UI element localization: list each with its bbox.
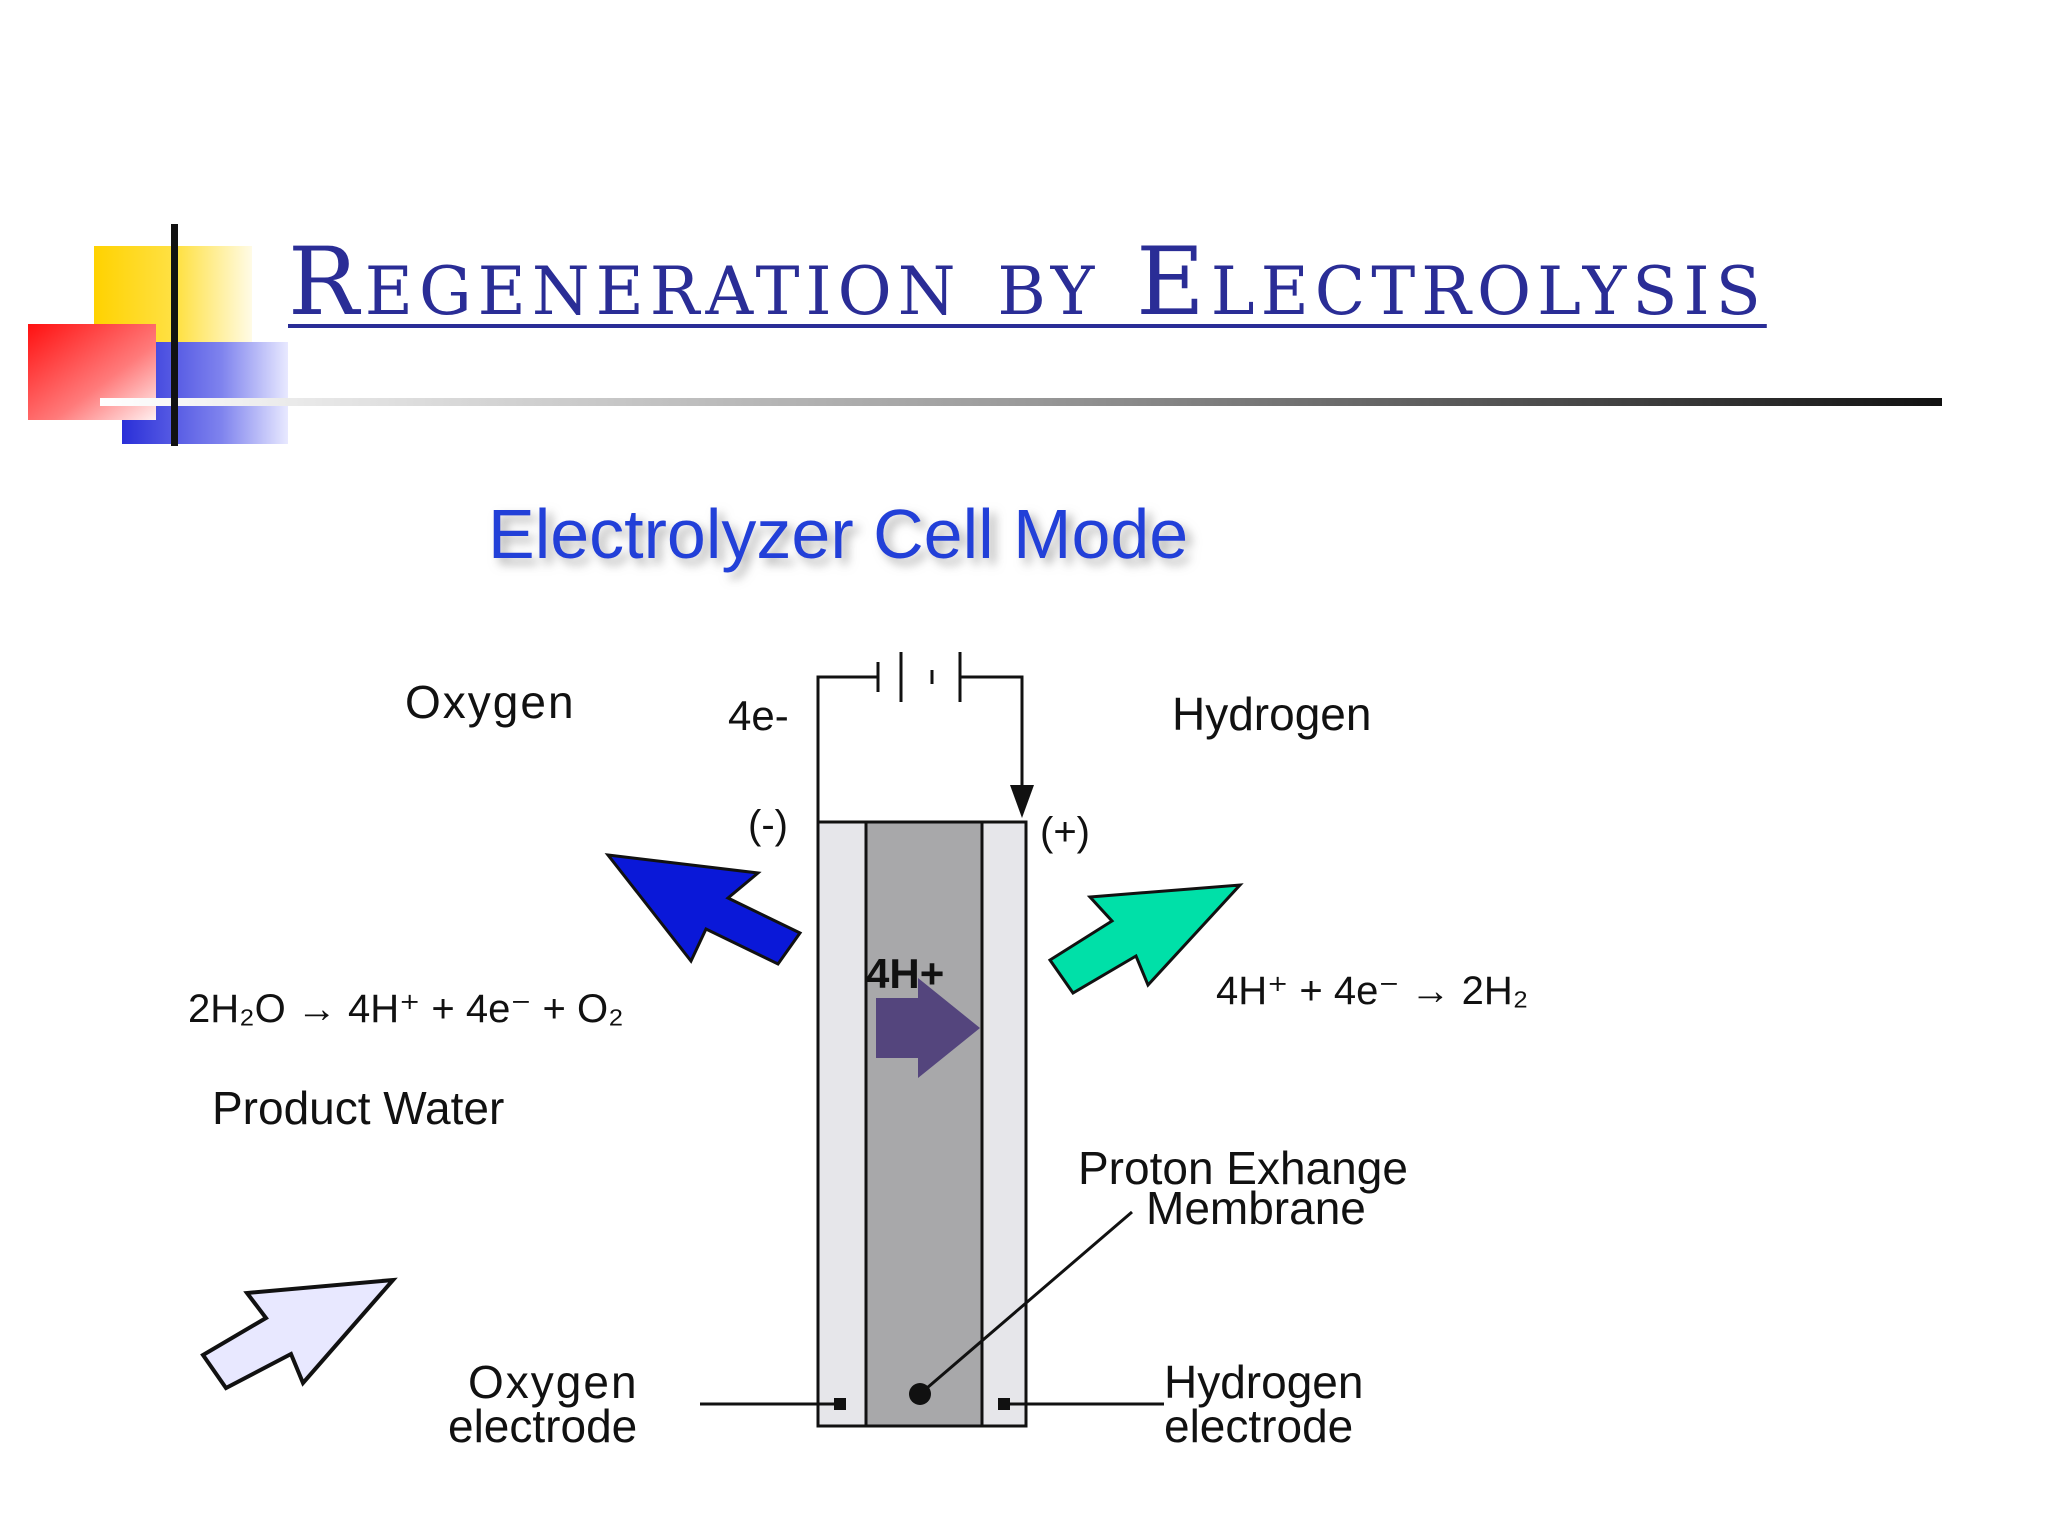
water-inflow-arrow	[200, 1277, 398, 1391]
oxygen-electrode-label-line1: Oxygen	[468, 1356, 639, 1408]
electrons-label: 4e-	[728, 692, 789, 739]
oxygen-electrode-terminal	[834, 1398, 846, 1410]
title-rule	[100, 398, 1942, 406]
electrolyzer-cell	[816, 820, 1028, 1428]
proton-exchange-membrane	[864, 820, 984, 1428]
slide-title: Regeneration by Electrolysis	[288, 228, 1767, 337]
oxygen-label: Oxygen	[405, 676, 576, 728]
positive-terminal-label: (+)	[1040, 810, 1090, 854]
hydrogen-electrode-label-line1: Hydrogen	[1164, 1356, 1363, 1408]
negative-terminal-label: (-)	[748, 803, 788, 847]
oxygen-electrode	[816, 820, 868, 1428]
vertical-bar	[171, 224, 178, 446]
membrane-label-line2: Membrane	[1146, 1182, 1366, 1234]
membrane-pointer-dot	[909, 1383, 931, 1405]
membrane-label-line1: Proton Exhange	[1078, 1142, 1408, 1194]
proton-flow-arrow	[876, 978, 980, 1078]
diagram-subtitle: Electrolyzer Cell Mode	[488, 495, 1188, 573]
hydrogen-outflow-arrow	[1047, 883, 1244, 995]
hydrogen-label: Hydrogen	[1172, 688, 1371, 740]
hydrogen-electrode-terminal	[998, 1398, 1010, 1410]
external-circuit	[816, 652, 1024, 822]
anode-equation: 2H₂O → 4H⁺ + 4e⁻ + O₂	[188, 987, 624, 1031]
current-arrowhead	[1010, 785, 1034, 818]
leader-lines	[700, 1210, 1164, 1406]
title-decoration	[28, 224, 1942, 446]
protons-label: 4H+	[866, 950, 944, 997]
hydrogen-electrode	[980, 820, 1028, 1428]
oxygen-electrode-label-line2: electrode	[448, 1400, 637, 1452]
hydrogen-electrode-label-line2: electrode	[1164, 1400, 1353, 1452]
product-water-label: Product Water	[212, 1082, 504, 1134]
oxygen-outflow-arrow	[604, 853, 803, 966]
cathode-equation: 4H⁺ + 4e⁻ → 2H₂	[1216, 969, 1528, 1013]
